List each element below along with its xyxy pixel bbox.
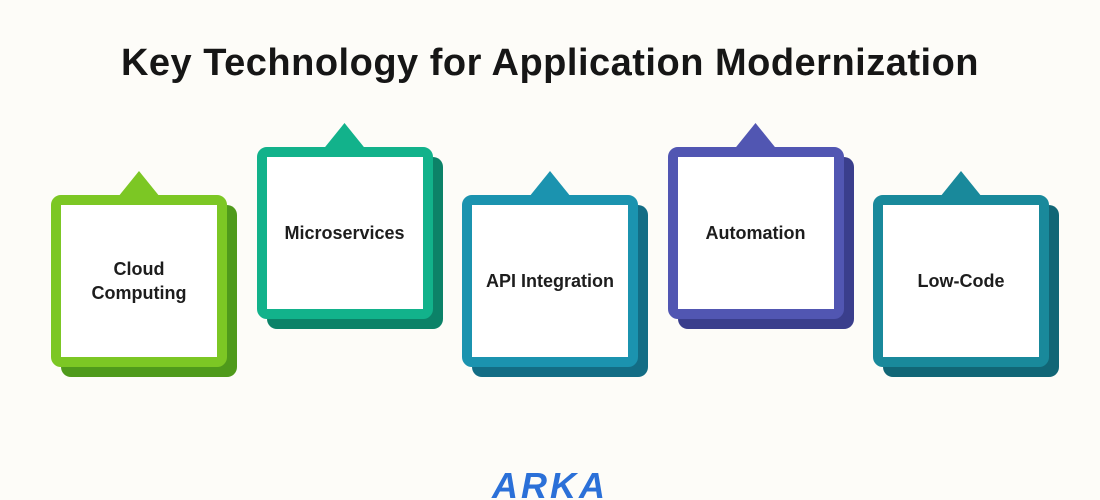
- arrow-up-icon: [734, 123, 777, 149]
- card-frame: API Integration: [462, 195, 638, 367]
- technology-cards-row: Cloud Computing Microservices API Integr…: [51, 123, 1059, 377]
- infographic-page: Key Technology for Application Moderniza…: [0, 42, 1100, 500]
- card-cloud-computing: Cloud Computing: [51, 171, 237, 377]
- card-automation: Automation: [667, 123, 854, 329]
- card-microservices: Microservices: [256, 123, 443, 329]
- card-label: Cloud Computing: [91, 258, 187, 303]
- card-api-integration: API Integration: [462, 171, 648, 377]
- card-frame: Microservices: [256, 147, 433, 319]
- card-low-code: Low-Code: [873, 171, 1059, 377]
- card-frame: Cloud Computing: [51, 195, 227, 367]
- logo-brand-text: ARKA: [492, 465, 608, 500]
- card-label: API Integration: [485, 270, 614, 291]
- card-label: Automation: [705, 222, 806, 243]
- arrow-up-icon: [529, 171, 571, 197]
- page-title: Key Technology for Application Moderniza…: [120, 42, 980, 84]
- card-label: Low-Code: [917, 270, 1005, 291]
- card-frame: Low-Code: [873, 195, 1049, 367]
- arrow-up-icon: [118, 171, 160, 197]
- arrow-up-icon: [940, 171, 982, 197]
- card-frame: Automation: [667, 147, 844, 319]
- arka-softwares-logo: ARKA S O F T W A R E S: [0, 468, 1100, 500]
- card-label: Microservices: [284, 222, 405, 243]
- arrow-up-icon: [323, 123, 366, 149]
